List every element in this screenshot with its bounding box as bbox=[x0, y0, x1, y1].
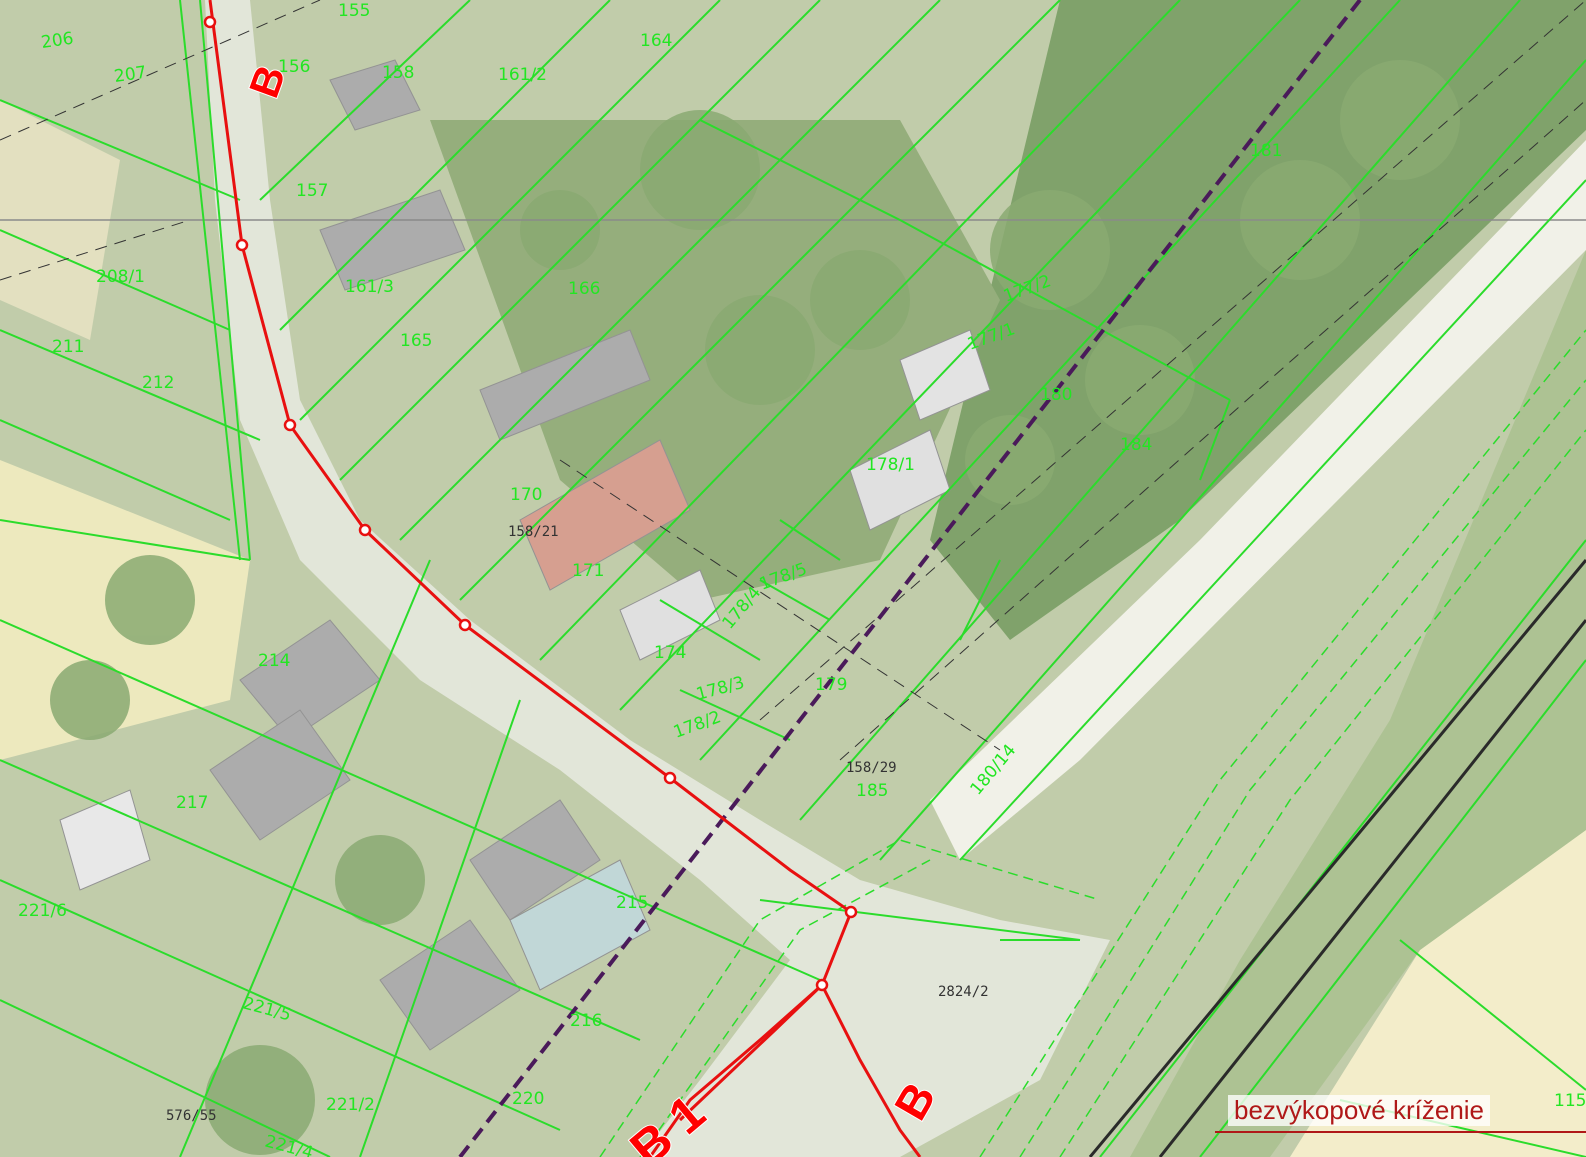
parcel-label-576-55: 576/55 bbox=[166, 1108, 217, 1124]
parcel-label-161-3: 161/3 bbox=[345, 277, 394, 297]
parcel-label-171: 171 bbox=[572, 561, 604, 581]
parcel-label-155: 155 bbox=[338, 1, 370, 21]
parcel-label-115: 115 bbox=[1554, 1091, 1586, 1111]
note-underline bbox=[1215, 1131, 1586, 1133]
parcel-label-157: 157 bbox=[296, 181, 328, 201]
parcel-label-211: 211 bbox=[52, 337, 84, 357]
parcel-label-214: 214 bbox=[258, 651, 290, 671]
parcel-label-208-1: 208/1 bbox=[96, 267, 145, 287]
parcel-label-164: 164 bbox=[640, 31, 672, 51]
parcel-label-221-2: 221/2 bbox=[326, 1095, 375, 1115]
parcel-label-166: 166 bbox=[568, 279, 600, 299]
embankment-strip bbox=[930, 140, 1586, 860]
parcel-label-158-29: 158/29 bbox=[846, 760, 897, 776]
parcel-label-221-6: 221/6 bbox=[18, 901, 67, 921]
railway bbox=[1088, 559, 1586, 1157]
route-b-branch bbox=[820, 984, 922, 1157]
parcel-label-156: 156 bbox=[278, 57, 310, 77]
cadastral-dashed bbox=[0, 0, 1586, 761]
parcel-label-185: 185 bbox=[856, 781, 888, 801]
parcel-label-165: 165 bbox=[400, 331, 432, 351]
houses bbox=[59, 59, 991, 1051]
route-label-b-top: B bbox=[240, 59, 295, 104]
parcel-label-216: 216 bbox=[570, 1011, 602, 1031]
trenchless-crossing-note: bezvýkopové kríženie bbox=[1228, 1095, 1491, 1126]
pipeline-line bbox=[458, 0, 1362, 1157]
parcel-label-2824-2: 2824/2 bbox=[938, 984, 989, 1000]
parcel-label-181: 181 bbox=[1250, 141, 1282, 161]
parcel-label-179: 179 bbox=[815, 675, 847, 695]
parcel-label-170: 170 bbox=[510, 485, 542, 505]
parcel-label-206: 206 bbox=[40, 29, 75, 53]
gray-parcel-labels: 158/21 158/29 2824/2 576/55 bbox=[166, 524, 989, 1124]
route-nodes bbox=[203, 15, 858, 992]
road-surface bbox=[205, 0, 1110, 1157]
parcel-label-215: 215 bbox=[616, 893, 648, 913]
parcel-label-161-2: 161/2 bbox=[498, 65, 547, 85]
trees bbox=[50, 60, 1460, 1155]
meadow-right bbox=[1130, 250, 1586, 1157]
easement-lines bbox=[599, 329, 1586, 1157]
parcel-label-180: 180 bbox=[1040, 385, 1072, 405]
parcel-label-184: 184 bbox=[1120, 435, 1152, 455]
field-area-right bbox=[1290, 830, 1586, 1157]
parcel-label-207: 207 bbox=[113, 63, 148, 87]
parcel-label-158-21: 158/21 bbox=[508, 524, 559, 540]
parcel-label-217: 217 bbox=[176, 793, 208, 813]
route-b1-line bbox=[648, 983, 823, 1157]
parcel-label-220: 220 bbox=[512, 1089, 544, 1109]
parcel-label-158: 158 bbox=[382, 63, 414, 83]
parcel-label-178-1: 178/1 bbox=[866, 455, 915, 475]
parcel-label-174: 174 bbox=[654, 643, 686, 663]
parcel-label-212: 212 bbox=[142, 373, 174, 393]
